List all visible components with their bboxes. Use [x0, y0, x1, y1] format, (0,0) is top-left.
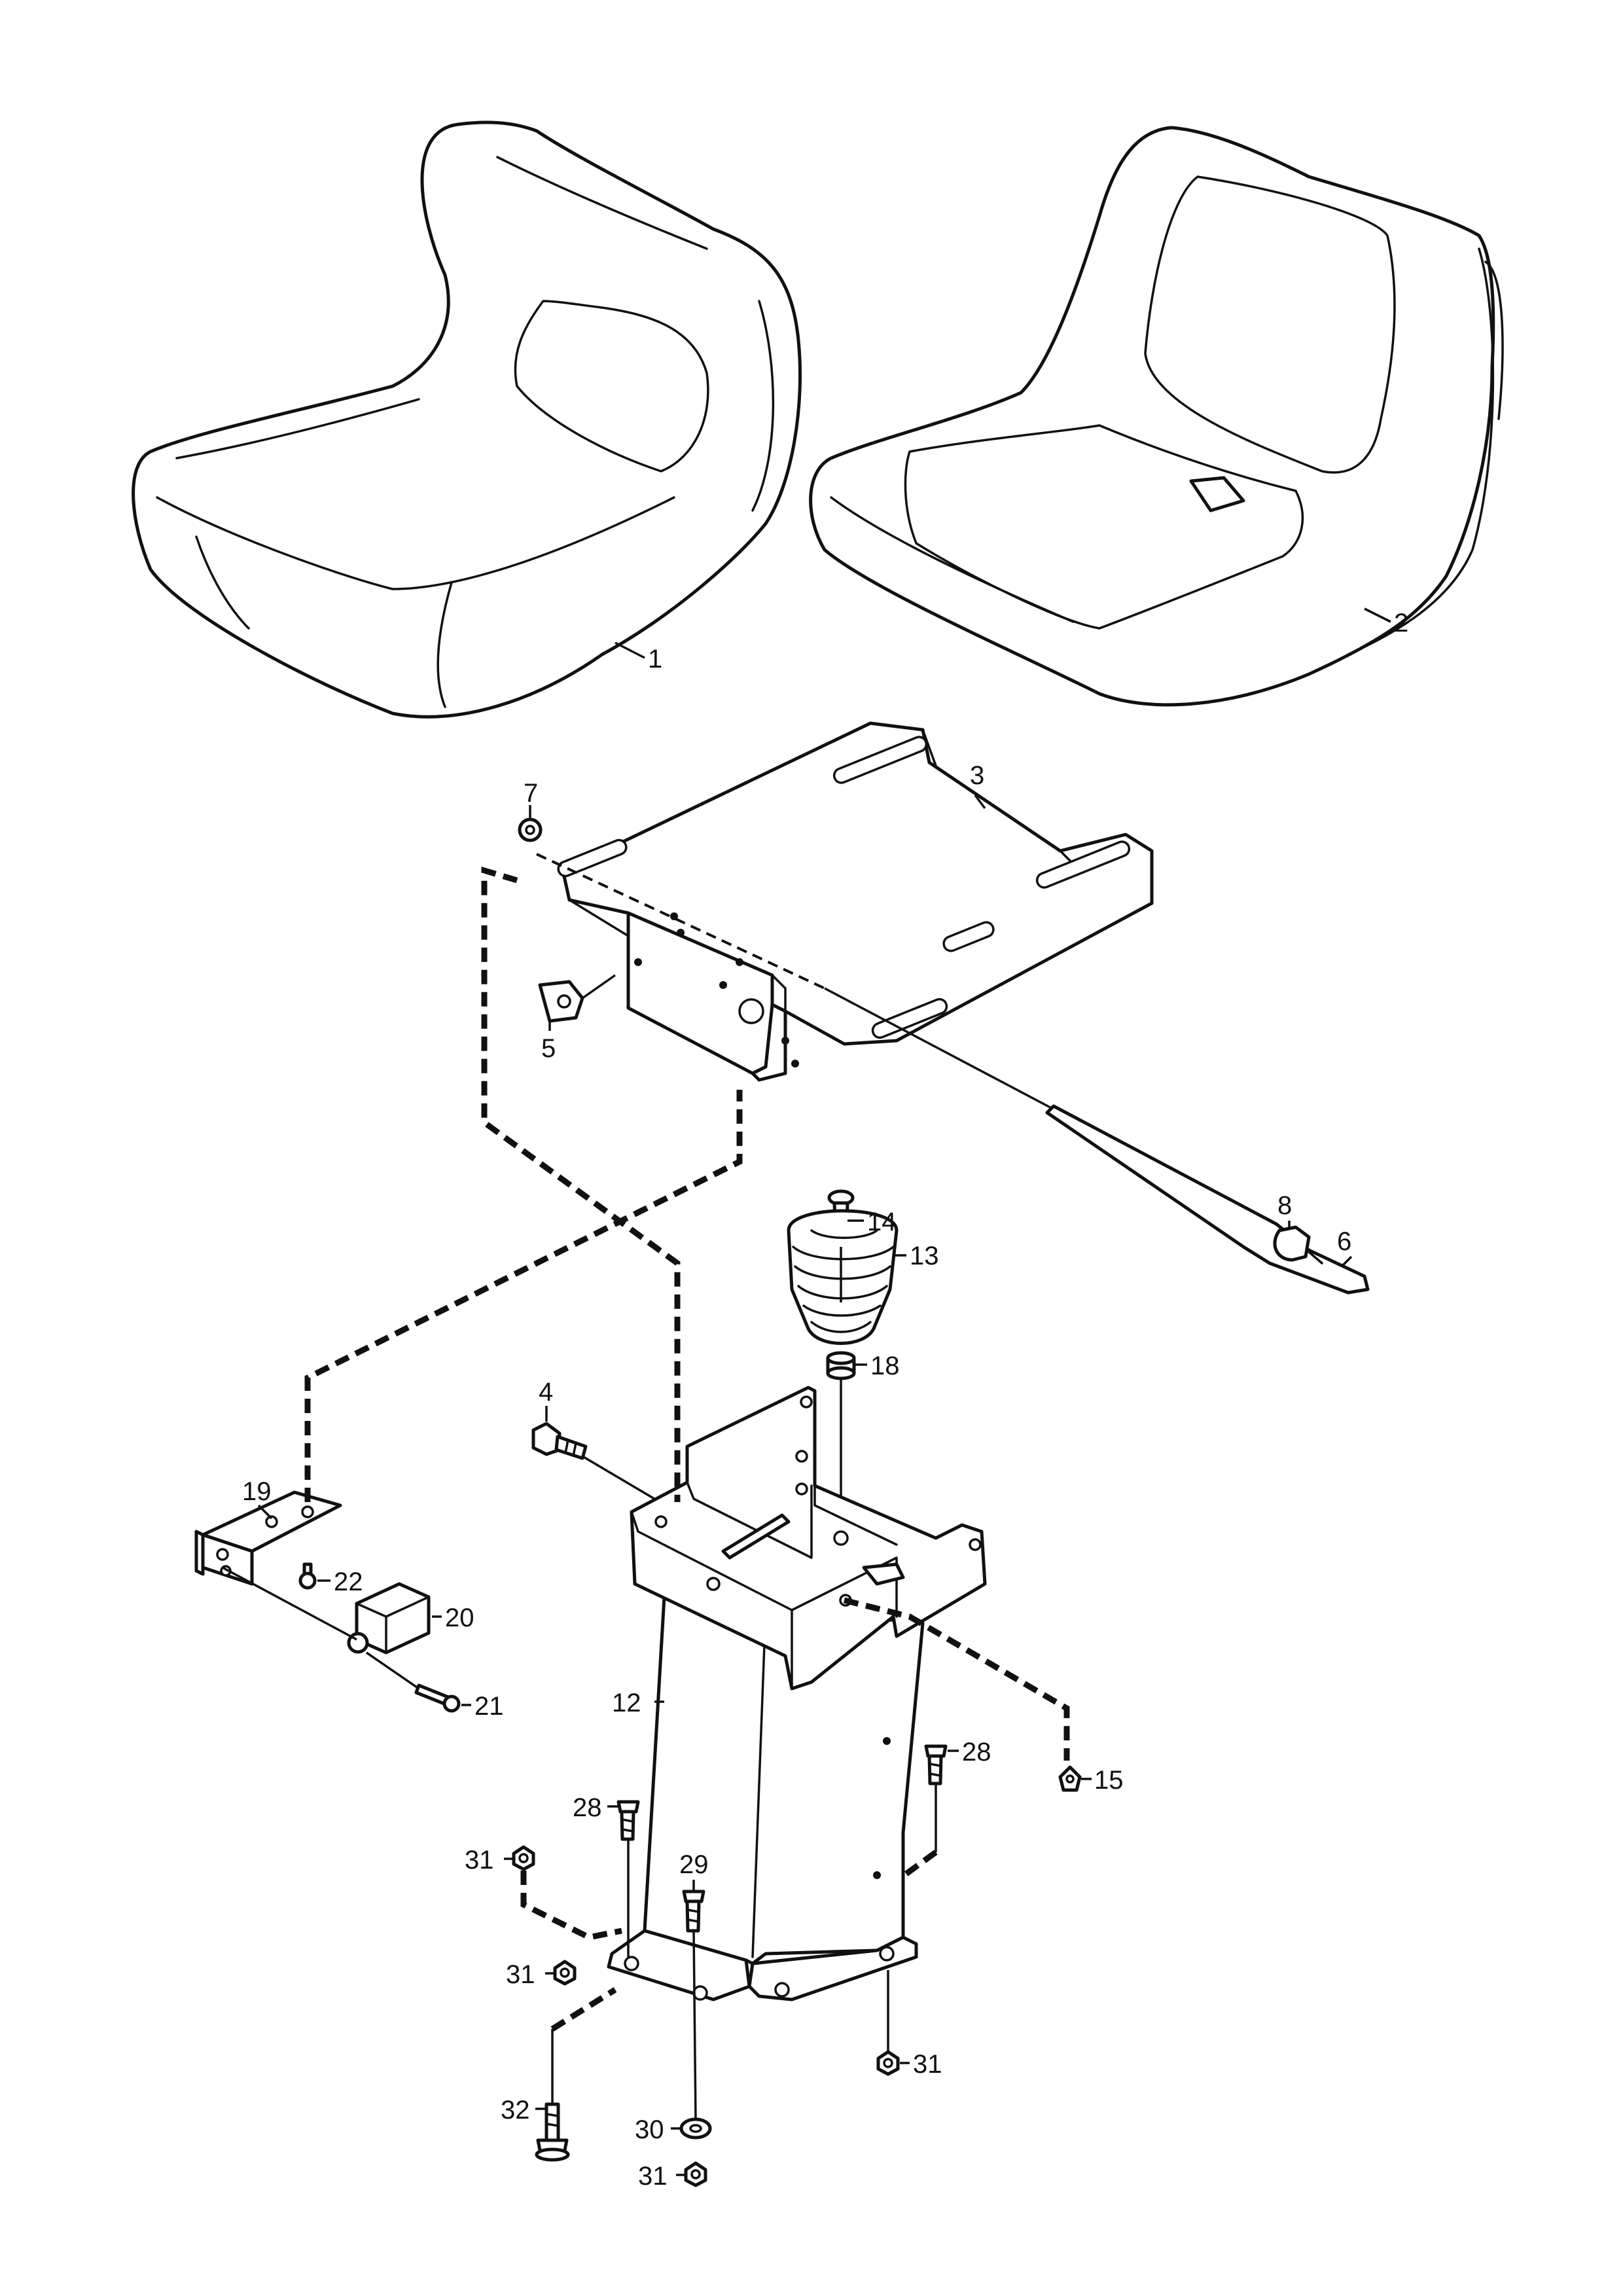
callout-28-left: 28	[573, 1793, 602, 1822]
callout-31-bottom: 31	[638, 2162, 668, 2191]
leader-19	[257, 1504, 273, 1520]
callout-32: 32	[501, 2096, 530, 2125]
callout-31-right: 31	[913, 2050, 942, 2079]
leader-3	[974, 794, 986, 810]
part-12-seat-column	[607, 1386, 987, 2001]
part-18-washer	[826, 1351, 856, 1380]
callout-13: 13	[910, 1242, 939, 1270]
callout-22: 22	[334, 1568, 363, 1596]
callout-8: 8	[1277, 1191, 1292, 1220]
part-2-seat-high-back	[809, 126, 1504, 707]
part-7-lock-washer	[518, 805, 543, 842]
callout-15: 15	[1094, 1766, 1124, 1795]
callout-6: 6	[1337, 1227, 1351, 1256]
part-29-bolt	[682, 1890, 705, 1933]
callout-4: 4	[539, 1378, 553, 1407]
callout-30: 30	[635, 2115, 664, 2144]
part-22-screw	[298, 1562, 317, 1590]
part-4-bolt	[531, 1422, 655, 1500]
part-28-bolt-right	[924, 1744, 948, 1785]
part-30-washer	[679, 2117, 712, 2140]
axis-line-screw-21	[366, 1651, 419, 1690]
part-5-clip	[538, 974, 616, 1023]
part-31-nut-right	[876, 2050, 900, 2076]
callout-1: 1	[648, 645, 662, 673]
assembly-line-bracket-to-plate	[304, 1090, 743, 1502]
part-3-seat-plate	[557, 721, 1154, 1082]
callout-14: 14	[867, 1208, 897, 1236]
callout-20: 20	[445, 1604, 474, 1632]
part-20-switch	[347, 1582, 431, 1655]
callout-19: 19	[242, 1477, 272, 1506]
assembly-line-bolt-32	[550, 1987, 617, 2032]
part-31-nut-bottom	[684, 2161, 707, 2187]
axis-line-rod	[824, 987, 1061, 1114]
leader-2	[1364, 607, 1391, 623]
part-6-adjustment-rod	[1045, 1104, 1370, 1295]
axis-line-switch	[222, 1566, 357, 1641]
part-21-screw	[414, 1683, 461, 1713]
assembly-line-nut-15	[843, 1597, 1070, 1761]
leader-6	[1340, 1255, 1353, 1268]
part-19-bracket	[194, 1490, 342, 1586]
axis-line-plate	[536, 853, 825, 990]
part-28-bolt-left	[616, 1800, 640, 1841]
callout-31-upper-left: 31	[465, 1846, 494, 1874]
part-32-bolt	[535, 2102, 570, 2162]
part-1-seat-low-back	[132, 120, 802, 719]
callout-29: 29	[679, 1850, 709, 1879]
part-8-rod-grip	[1273, 1225, 1311, 1262]
leader-1	[615, 641, 645, 659]
part-31-nut-middle-left	[553, 1960, 577, 1986]
callout-28-right: 28	[962, 1738, 991, 1767]
callout-12: 12	[612, 1689, 641, 1717]
assembly-line-bracket-loop	[481, 866, 681, 1502]
assembly-line-bolt-28-right	[898, 1850, 938, 1881]
part-31-nut-upper-left	[512, 1845, 535, 1871]
axis-line-bolt-29	[692, 1930, 697, 2121]
callout-5: 5	[541, 1034, 556, 1063]
callout-31-middle-left: 31	[506, 1960, 535, 1989]
callout-3: 3	[970, 761, 984, 790]
callout-21: 21	[474, 1692, 504, 1721]
callout-18: 18	[870, 1352, 900, 1380]
callout-7: 7	[524, 779, 538, 808]
part-15-nut	[1058, 1765, 1082, 1792]
part-13-spring	[787, 1209, 899, 1345]
callout-2: 2	[1394, 609, 1408, 637]
assembly-line-nut-31-left	[520, 1871, 622, 1941]
